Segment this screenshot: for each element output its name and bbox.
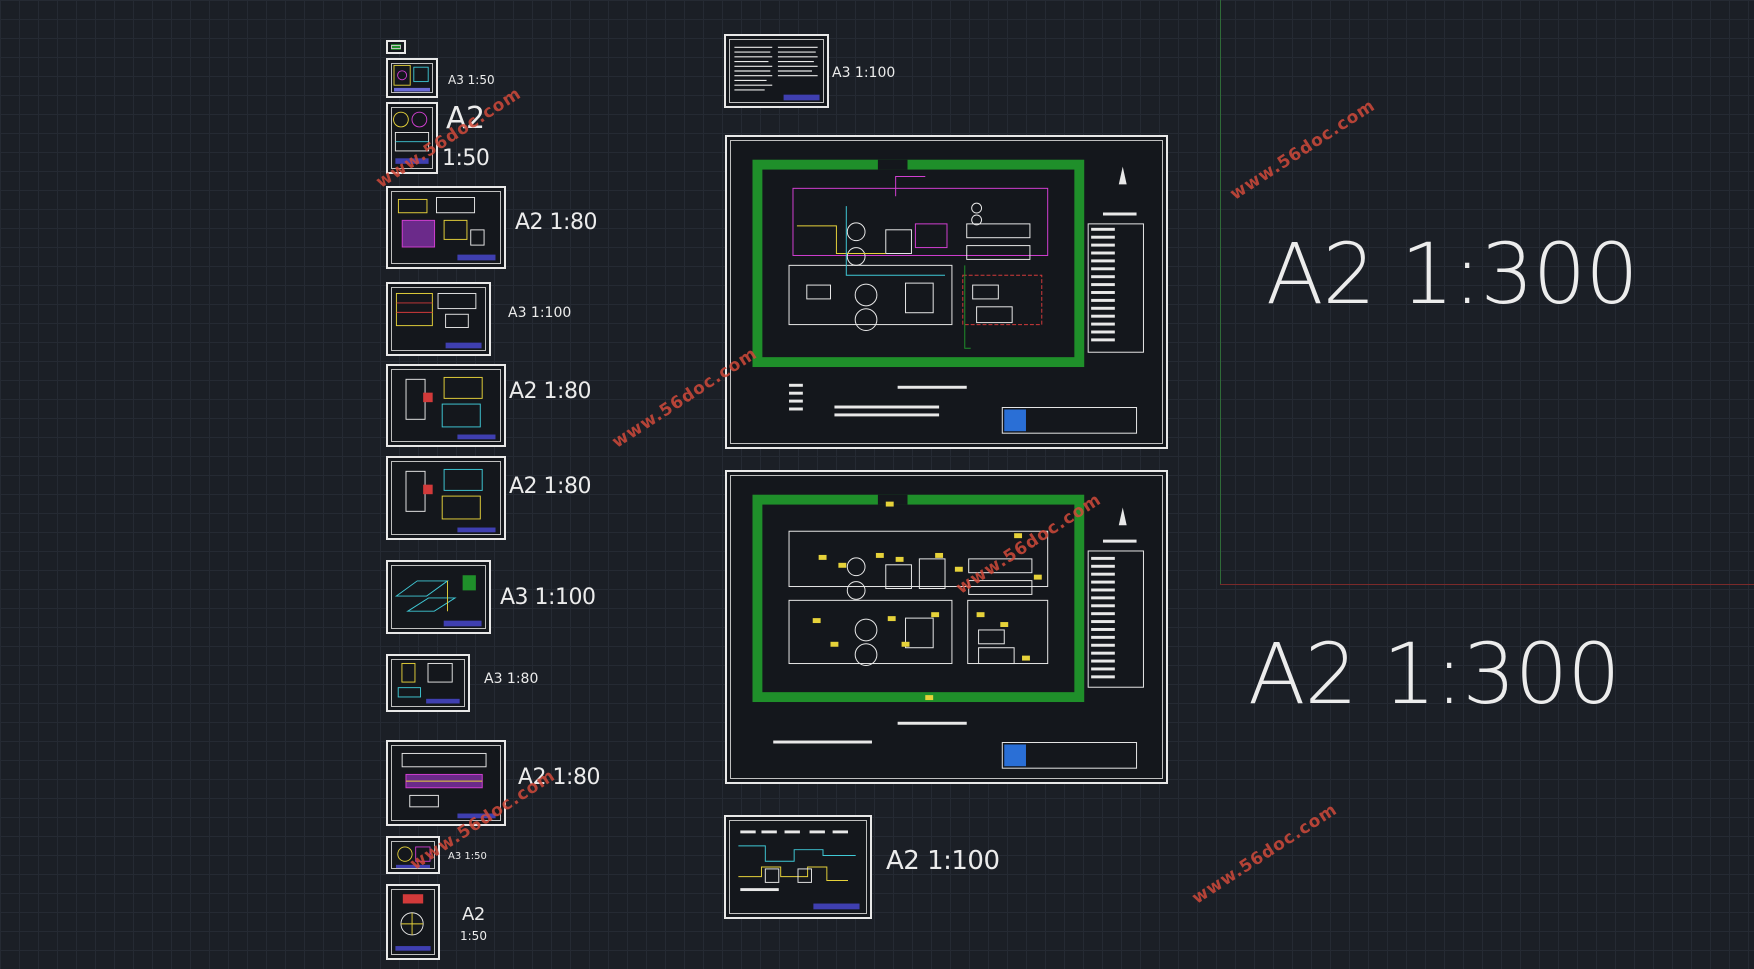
sheet-label-2-scale: 1:50 (442, 146, 490, 171)
sheet-label-8: A3 1:80 (484, 671, 539, 687)
drawing-sheet-10[interactable] (386, 836, 440, 874)
drawing-sheet-2[interactable] (386, 102, 438, 174)
watermark-6: www.56doc.com (1188, 799, 1342, 909)
drawing-sheet-7[interactable] (386, 560, 491, 634)
sheet-label-5: A2 1:80 (509, 379, 591, 404)
drawing-sheet-profile[interactable] (724, 815, 872, 919)
drawing-sheet-6[interactable] (386, 456, 506, 540)
drawing-sheet-11[interactable] (386, 884, 440, 960)
sheet-label-4: A3 1:100 (508, 305, 572, 321)
sheet-label-11-size: A2 (462, 904, 485, 925)
watermark-2: www.56doc.com (1226, 95, 1380, 205)
drawing-sheet-9[interactable] (386, 740, 506, 826)
drawing-sheet-3[interactable] (386, 186, 506, 269)
sheet-label-10: A3 1:50 (448, 851, 487, 862)
sheet-label-2-size: A2 (446, 101, 485, 136)
sheet-label-7: A3 1:100 (500, 585, 596, 610)
big-label-lower: A2 1:300 (1248, 625, 1621, 723)
sheet-label-3: A2 1:80 (515, 210, 597, 235)
ucs-y-axis (1220, 0, 1221, 585)
drawing-sheet-8[interactable] (386, 654, 470, 712)
ucs-x-axis (1220, 584, 1754, 585)
big-label-upper: A2 1:300 (1266, 225, 1639, 323)
drawing-sheet-notes[interactable] (724, 34, 829, 108)
sheet-label-6: A2 1:80 (509, 474, 591, 499)
sheet-label-11-scale: 1:50 (460, 929, 487, 943)
drawing-sheet-4[interactable] (386, 282, 491, 356)
drawing-sheet-1[interactable] (386, 58, 438, 98)
site-plan-layout[interactable] (725, 470, 1168, 784)
site-plan-piping[interactable] (725, 135, 1168, 449)
sheet-label-1: A3 1:50 (448, 73, 495, 87)
sheet-label-profile: A2 1:100 (886, 846, 1000, 876)
sheet-label-9: A2 1:80 (518, 765, 600, 790)
drawing-sheet-5[interactable] (386, 364, 506, 447)
sheet-label-notes: A3 1:100 (832, 65, 896, 81)
drawing-sheet-thumb-0[interactable] (386, 40, 406, 54)
